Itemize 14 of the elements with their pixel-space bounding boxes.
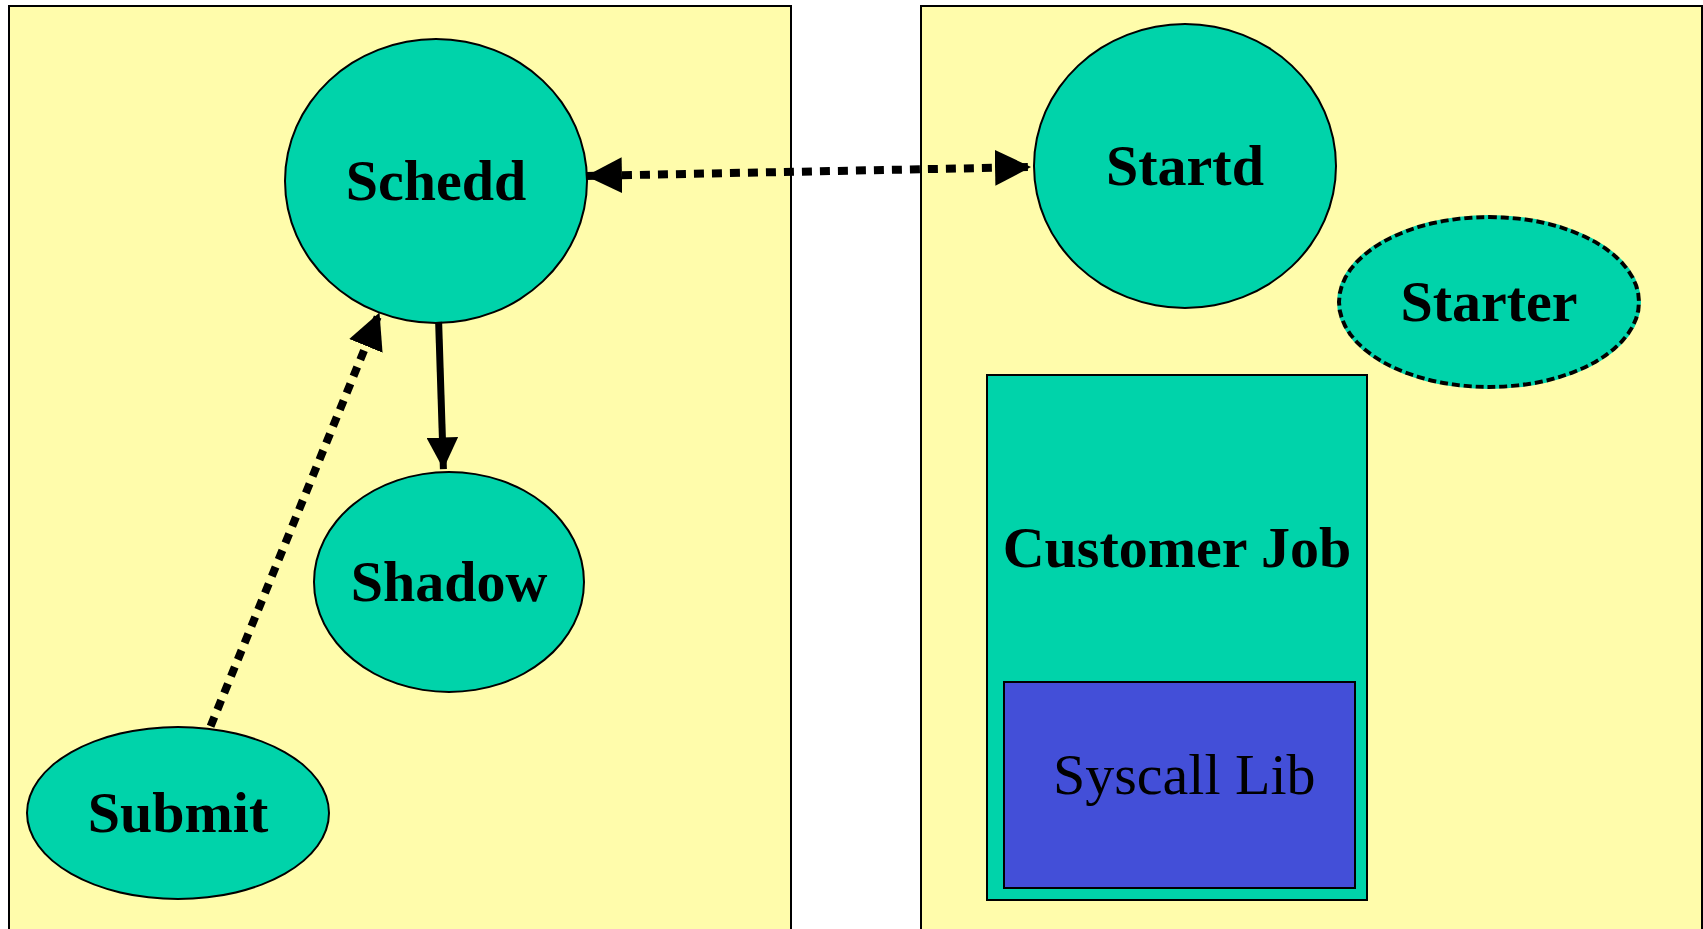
- node-label: Submit: [87, 781, 269, 845]
- arrow: [426, 321, 459, 470]
- node-label: Shadow: [350, 550, 548, 614]
- node-label: Startd: [1106, 134, 1264, 198]
- arrow: [206, 311, 384, 728]
- node-label: Starter: [1400, 270, 1578, 334]
- machine-panel: [920, 5, 1703, 929]
- library-box: [1003, 681, 1356, 889]
- arrow: [585, 149, 1032, 194]
- process-box: [986, 374, 1368, 901]
- node-label: Customer Job: [1001, 516, 1353, 580]
- machine-panel: [8, 5, 792, 929]
- node-label: Syscall Lib: [1053, 743, 1317, 807]
- node-label: Schedd: [345, 149, 527, 213]
